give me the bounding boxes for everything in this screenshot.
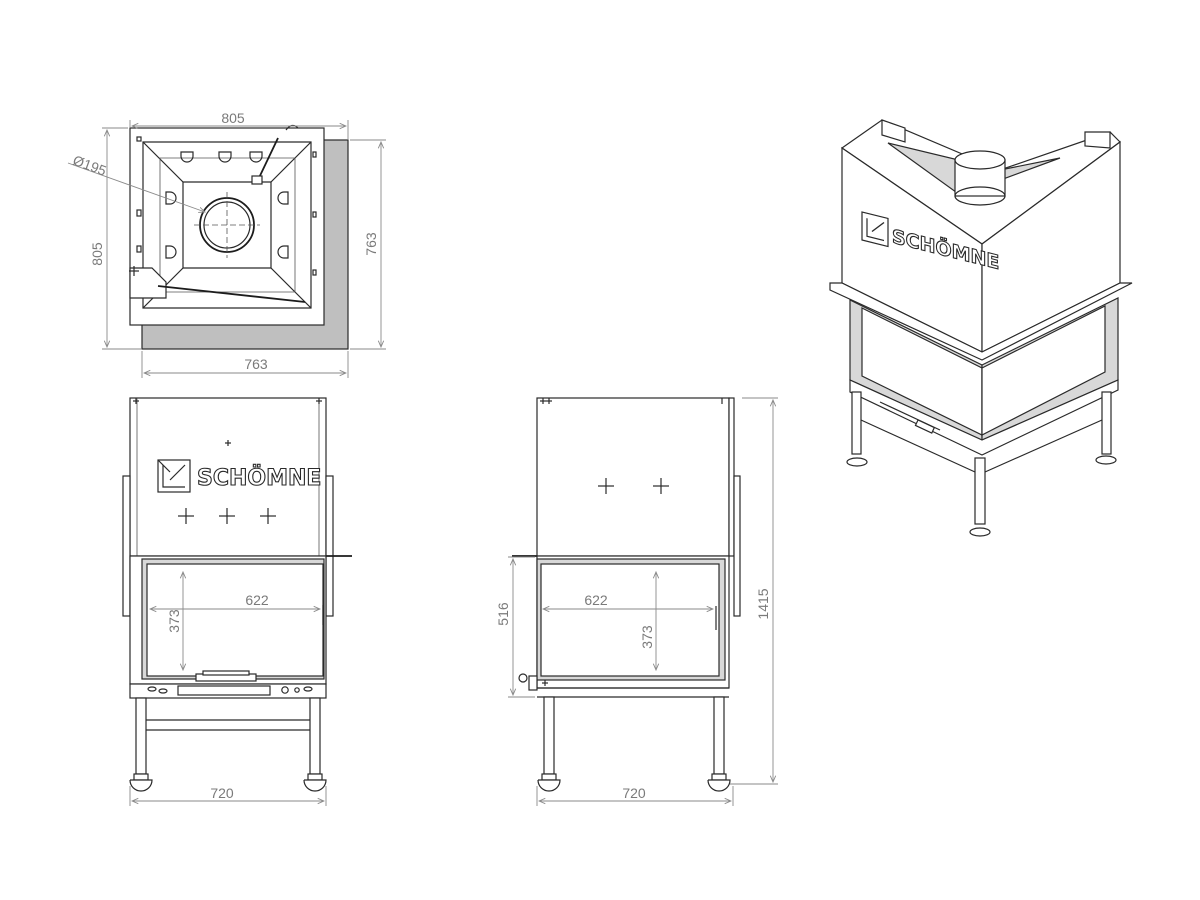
- brand-text-front: SCHÖMNE: [197, 465, 321, 491]
- label-front-glass-width: 622: [245, 592, 269, 608]
- isometric-view: SCHÖMNE: [829, 119, 1133, 537]
- label-top-depth-right: 763: [363, 232, 379, 256]
- label-side-width: 720: [622, 785, 646, 801]
- side-view-glass: [540, 563, 720, 677]
- dim-flue-leader: [67, 162, 205, 212]
- label-flue-diameter: Ø195: [71, 152, 109, 179]
- side-view: 373 622 516 1415 720: [495, 397, 778, 806]
- label-side-total-height: 1415: [755, 588, 771, 619]
- iso-glass-right: [981, 305, 1106, 436]
- label-top-depth-left: 805: [89, 242, 105, 266]
- top-view: 805 805 763 763 Ø195: [67, 110, 386, 378]
- front-view-glass: [146, 563, 324, 677]
- damper-lever-icon: [256, 137, 279, 183]
- iso-flue-collar-icon: [954, 150, 1006, 170]
- front-view: SCHÖMNE 373: [122, 397, 352, 806]
- label-front-glass-height: 373: [166, 609, 182, 633]
- label-side-opening-height: 516: [495, 602, 511, 626]
- label-top-width: 805: [221, 110, 245, 126]
- label-front-width: 720: [210, 785, 234, 801]
- label-top-bottom: 763: [244, 356, 268, 372]
- label-side-glass-width: 622: [584, 592, 608, 608]
- label-side-glass-height: 373: [639, 625, 655, 649]
- brand-logo-front: SCHÖMNE: [157, 459, 322, 493]
- side-view-hood: [536, 397, 730, 557]
